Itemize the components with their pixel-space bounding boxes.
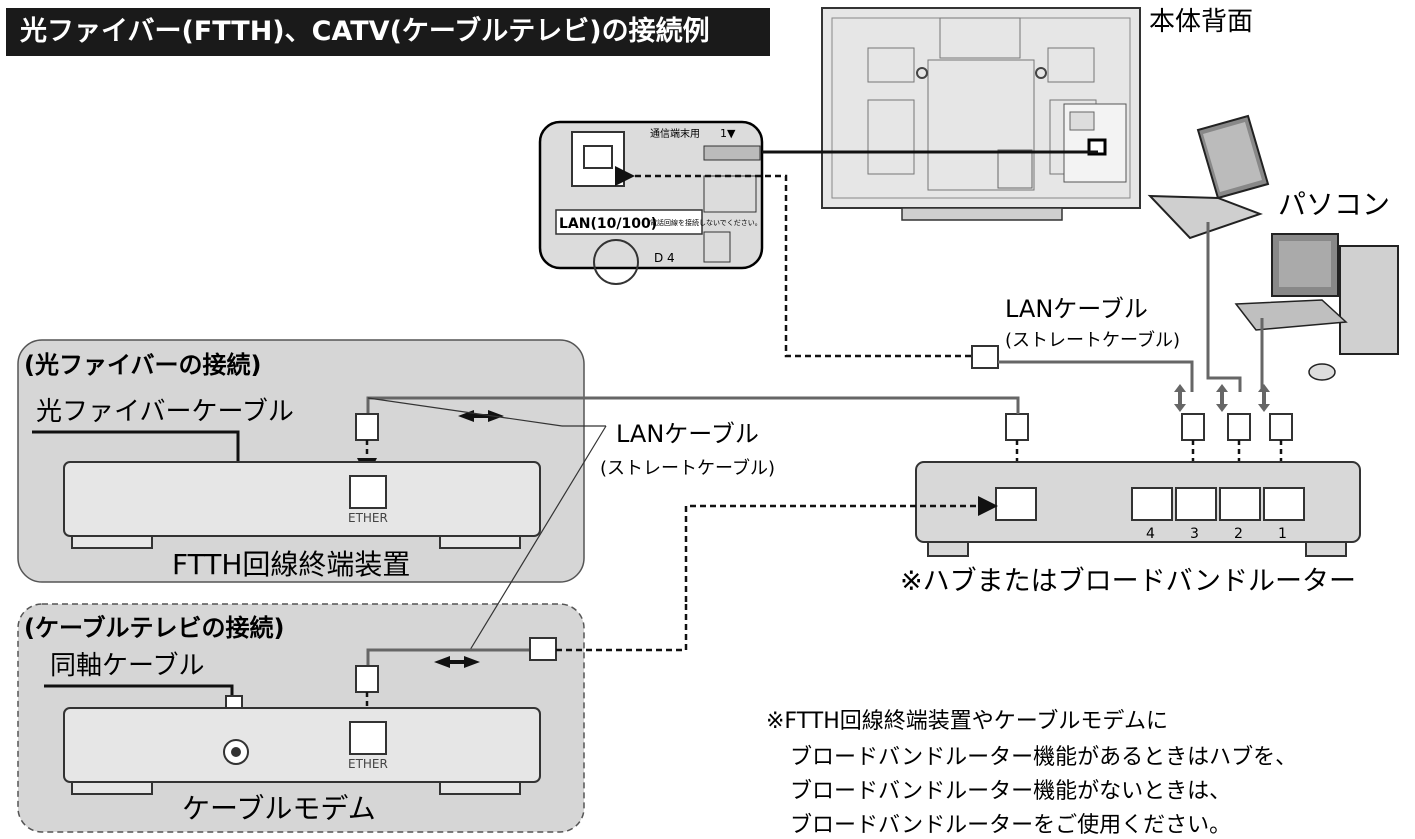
hub-port-number: 4 bbox=[1146, 526, 1155, 542]
laptop-icon bbox=[1147, 114, 1270, 240]
hub-port-number: 3 bbox=[1190, 526, 1199, 542]
lan-cable-sublabel-top: (ストレートケーブル) bbox=[1005, 329, 1180, 351]
modem-device-label: ケーブルモデム bbox=[182, 792, 376, 825]
double-arrow-icon bbox=[1174, 384, 1270, 412]
footnote-line: ブロードバンドルーターをご使用ください。 bbox=[790, 813, 1231, 838]
lan-port-note: 電話回線を接続しないでください。 bbox=[650, 218, 762, 227]
lan-cable-sublabel-center: (ストレートケーブル) bbox=[600, 457, 775, 479]
tv-port-panel bbox=[538, 120, 764, 285]
cable-modem-device bbox=[63, 707, 541, 783]
hub-port-number: 2 bbox=[1234, 526, 1243, 542]
tv-rear-label: 本体背面 bbox=[1149, 7, 1253, 37]
lan-cable-label-top: LANケーブル bbox=[1005, 295, 1148, 323]
lan-port-label: LAN(10/100) bbox=[559, 216, 657, 232]
fttn-ether-port bbox=[349, 475, 387, 509]
tv-rear-illustration bbox=[821, 7, 1141, 221]
footnote-line: ブロードバンドルーター機能があるときはハブを、 bbox=[790, 745, 1297, 770]
hub-label: ※ハブまたはブロードバンドルーター bbox=[900, 566, 1356, 597]
fttn-device bbox=[63, 461, 541, 537]
lan-cable-label-center: LANケーブル bbox=[616, 420, 759, 448]
lan-port-icon bbox=[571, 131, 625, 187]
hub-port-number: 1 bbox=[1278, 526, 1287, 542]
footnote-line: ※FTTH回線終端装置やケーブルモデムに bbox=[766, 709, 1168, 734]
panel-port-number: 1▼ bbox=[720, 127, 736, 140]
fttn-device-label: FTTH回線終端装置 bbox=[172, 548, 410, 581]
fiber-cable-label: 光ファイバーケーブル bbox=[36, 397, 294, 427]
fttn-port-label: ETHER bbox=[348, 511, 388, 525]
fiber-section-heading: (光ファイバーの接続) bbox=[24, 351, 261, 379]
footnote-line: ブロードバンドルーター機能がないときは、 bbox=[790, 779, 1231, 804]
modem-port-label: ETHER bbox=[348, 757, 388, 771]
diagram-title: 光ファイバー(FTTH)、CATV(ケーブルテレビ)の接続例 bbox=[6, 8, 770, 56]
hub-device bbox=[915, 461, 1361, 557]
catv-section-heading: (ケーブルテレビの接続) bbox=[24, 614, 285, 642]
hub-uplink-port bbox=[995, 487, 1037, 521]
d4-port-label: D 4 bbox=[654, 251, 675, 265]
pc-label: パソコン bbox=[1278, 188, 1390, 221]
desktop-pc-icon bbox=[1234, 233, 1399, 381]
coax-cable-label: 同軸ケーブル bbox=[50, 651, 204, 681]
panel-header-label: 通信端末用 bbox=[650, 127, 700, 140]
modem-ether-port bbox=[349, 721, 387, 755]
